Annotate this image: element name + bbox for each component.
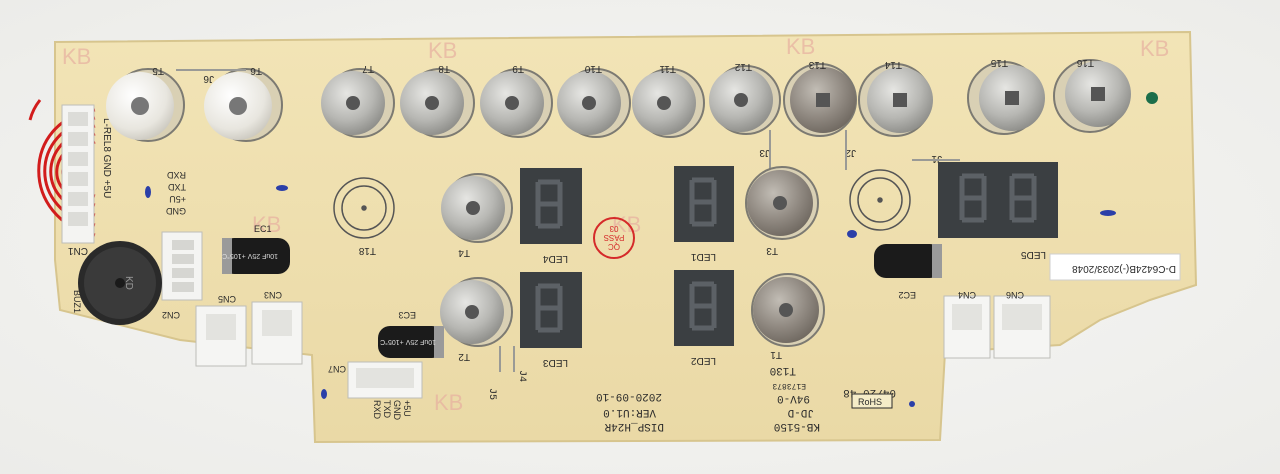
- cn2-pin-label: TXD: [167, 182, 186, 192]
- label-j6: J6: [203, 73, 214, 84]
- label-t9: T9: [512, 63, 524, 74]
- label-j2: J2: [845, 147, 856, 158]
- cn6-label: CN6: [1006, 290, 1024, 300]
- cn2-pin-label: +5U: [169, 194, 186, 204]
- cn7-pin-label: GND: [392, 400, 402, 421]
- ec1-label: EC1: [254, 224, 272, 234]
- ec2-capacitor: [874, 244, 942, 278]
- qc-stamp-line: PASS: [604, 233, 625, 242]
- label-t4: T4: [458, 247, 470, 258]
- label-t1: T1: [770, 349, 782, 360]
- cn5-connector: [195, 305, 247, 367]
- label-j5: J5: [486, 388, 497, 400]
- ec1-capacitor: 10uF 25V +105°C: [222, 238, 290, 274]
- cn3-label: CN3: [264, 290, 282, 300]
- cn7-pin-label: RXD: [372, 400, 382, 420]
- cn7-connector: [347, 361, 423, 399]
- led4-display: [520, 168, 582, 244]
- label-t6: T6: [250, 65, 262, 76]
- watermark: KB: [1140, 36, 1169, 61]
- serial-sticker: D-C6424B(-)2033/2048: [1049, 253, 1181, 281]
- rohs-label: RoHS: [858, 397, 882, 407]
- cn7-label: CN7: [328, 364, 346, 374]
- touch-spring-row: [106, 59, 1131, 142]
- t130-label: T130: [770, 364, 796, 376]
- version-label: VER:U1.0: [603, 406, 656, 418]
- label-t5: T5: [152, 65, 164, 76]
- label-t12: T12: [734, 61, 752, 72]
- led4-label: LED4: [543, 253, 568, 264]
- label-t2: T2: [458, 351, 470, 362]
- cn4-label: CN4: [958, 290, 976, 300]
- ec2-label: EC2: [898, 290, 916, 300]
- cn1-label: CN1: [68, 245, 88, 256]
- watermark: KB: [62, 44, 91, 69]
- printed-touch-t18: [333, 177, 395, 239]
- label-j4: J4: [516, 370, 527, 382]
- cn6-connector: [993, 295, 1051, 359]
- label-t16: T16: [1076, 57, 1094, 68]
- indicator-led: [1146, 92, 1158, 104]
- buzzer-mark: KD: [123, 276, 134, 290]
- label-t10: T10: [584, 63, 602, 74]
- label-t8: T8: [438, 63, 450, 74]
- qc-pass-stamp: QC PASS 03: [593, 217, 635, 259]
- watermark: KB: [434, 390, 463, 415]
- led3-display: [520, 272, 582, 348]
- rohs-mark: RoHS: [851, 393, 893, 409]
- label-t15: T15: [990, 57, 1008, 68]
- led2-label: LED2: [691, 355, 716, 366]
- maker-label: JD-D: [787, 406, 814, 418]
- board-id-label: KB-5150: [774, 420, 820, 432]
- cn7-pin-label: TXD: [382, 400, 392, 419]
- printed-touch-pad: [849, 169, 911, 231]
- label-t13: T13: [808, 59, 826, 70]
- led2-display: [674, 270, 734, 346]
- label-t14: T14: [884, 59, 902, 70]
- cap-print: 10uF 25V +105°C: [380, 338, 436, 346]
- cn2-pin-label: GND: [166, 206, 187, 216]
- led1-display: [674, 166, 734, 242]
- cn3-connector: [251, 301, 303, 365]
- label-t7: T7: [362, 63, 374, 74]
- ul-code-label: 94V-0: [777, 392, 810, 404]
- label-j3: J3: [759, 147, 770, 158]
- label-t3: T3: [766, 245, 778, 256]
- cap-print: 10uF 25V +105°C: [222, 252, 278, 260]
- label-t11: T11: [659, 63, 676, 74]
- label-t18: T18: [358, 245, 376, 256]
- ec3-capacitor: 10uF 25V +105°C: [378, 326, 444, 358]
- watermark: KB: [612, 212, 641, 237]
- led1-label: LED1: [691, 251, 716, 262]
- cn7-pin-label: +5U: [402, 400, 412, 417]
- qc-stamp-line: 03: [609, 224, 618, 233]
- cn2-pin-label: RXD: [166, 170, 186, 180]
- label-j1: J1: [931, 153, 942, 164]
- cn5-label: CN5: [218, 294, 236, 304]
- ec3-label: EC3: [398, 310, 416, 320]
- pcb-board: [54, 30, 1198, 444]
- buzzer-label: BUZ1: [72, 290, 82, 313]
- model-label: DISP_H24R: [604, 420, 664, 432]
- cn1-pin-label: L-REL8 GND +5U: [101, 118, 112, 198]
- watermark: KB: [428, 38, 457, 63]
- watermark: KB: [252, 212, 281, 237]
- cn4-connector: [943, 295, 991, 359]
- led5-label: LED5: [1021, 249, 1046, 260]
- date-label: 2020-09-10: [596, 390, 662, 402]
- qc-stamp-line: QC: [608, 242, 620, 251]
- led5-display: [938, 162, 1058, 238]
- ul-file-label: E173873: [772, 381, 806, 390]
- cn2-label: CN2: [162, 310, 180, 320]
- watermark: KB: [786, 34, 815, 59]
- led3-label: LED3: [543, 357, 568, 368]
- sticker-text: D-C6424B(-)2033/2048: [1072, 263, 1176, 274]
